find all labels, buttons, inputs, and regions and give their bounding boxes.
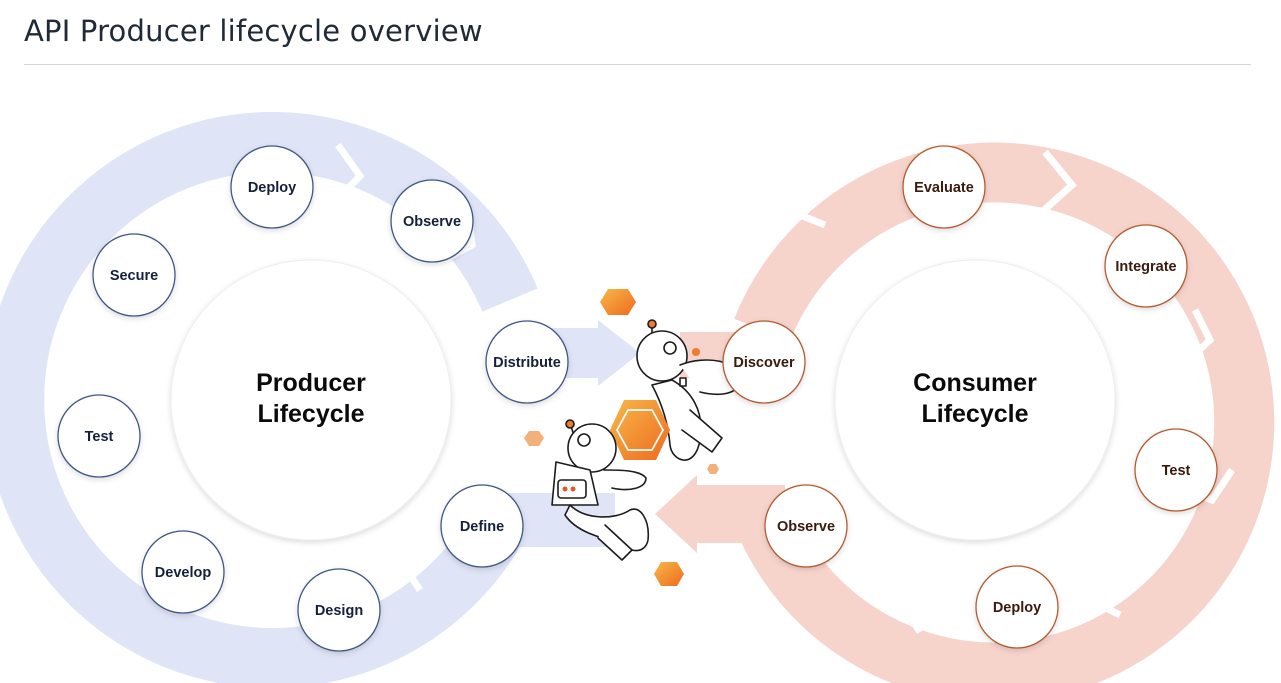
producer-step-label: Design: [315, 603, 363, 619]
producer-step-label: Observe: [403, 214, 461, 230]
producer-step-define[interactable]: Define: [440, 484, 524, 568]
consumer-center-title-line2: Lifecycle: [921, 400, 1028, 428]
producer-step-develop[interactable]: Develop: [141, 530, 225, 614]
consumer-steps: Evaluate Integrate Test Deploy Observe D…: [722, 145, 1218, 649]
consumer-center-title-line1: Consumer: [913, 369, 1037, 397]
consumer-step-evaluate[interactable]: Evaluate: [902, 145, 986, 229]
hexagon-icon: [654, 562, 684, 586]
producer-step-label: Distribute: [493, 355, 561, 371]
title-divider: [24, 64, 1251, 65]
producer-steps: Deploy Observe Distribute Define Design …: [57, 145, 569, 652]
consumer-step-discover[interactable]: Discover: [722, 320, 806, 404]
consumer-step-integrate[interactable]: Integrate: [1104, 224, 1188, 308]
producer-center-title-line1: Producer: [256, 369, 366, 397]
producer-step-distribute[interactable]: Distribute: [485, 320, 569, 404]
consumer-step-label: Evaluate: [914, 180, 974, 196]
page-title: API Producer lifecycle overview: [24, 14, 483, 48]
astronaut-icon: [524, 289, 741, 586]
consumer-step-deploy[interactable]: Deploy: [975, 565, 1059, 649]
producer-step-test[interactable]: Test: [57, 394, 141, 478]
consumer-step-label: Test: [1162, 463, 1191, 479]
producer-center: Producer Lifecycle: [170, 259, 452, 541]
producer-center-title-line2: Lifecycle: [257, 400, 364, 428]
producer-step-label: Secure: [110, 268, 158, 284]
producer-step-label: Deploy: [248, 180, 296, 196]
producer-step-deploy[interactable]: Deploy: [230, 145, 314, 229]
producer-step-design[interactable]: Design: [297, 568, 381, 652]
consumer-step-test[interactable]: Test: [1134, 428, 1218, 512]
producer-step-observe[interactable]: Observe: [390, 179, 474, 263]
consumer-step-label: Discover: [733, 355, 795, 371]
consumer-step-label: Deploy: [993, 600, 1041, 616]
hexagon-icon: [600, 289, 636, 315]
producer-step-label: Develop: [155, 565, 212, 581]
producer-step-secure[interactable]: Secure: [92, 233, 176, 317]
producer-step-label: Test: [85, 429, 114, 445]
consumer-step-observe[interactable]: Observe: [764, 484, 848, 568]
consumer-step-label: Integrate: [1115, 259, 1176, 275]
consumer-step-label: Observe: [777, 519, 835, 535]
consumer-center: Consumer Lifecycle: [834, 259, 1116, 541]
hexagon-icon: [524, 431, 544, 446]
hexagon-icon: [707, 464, 719, 474]
producer-step-label: Define: [460, 519, 504, 535]
